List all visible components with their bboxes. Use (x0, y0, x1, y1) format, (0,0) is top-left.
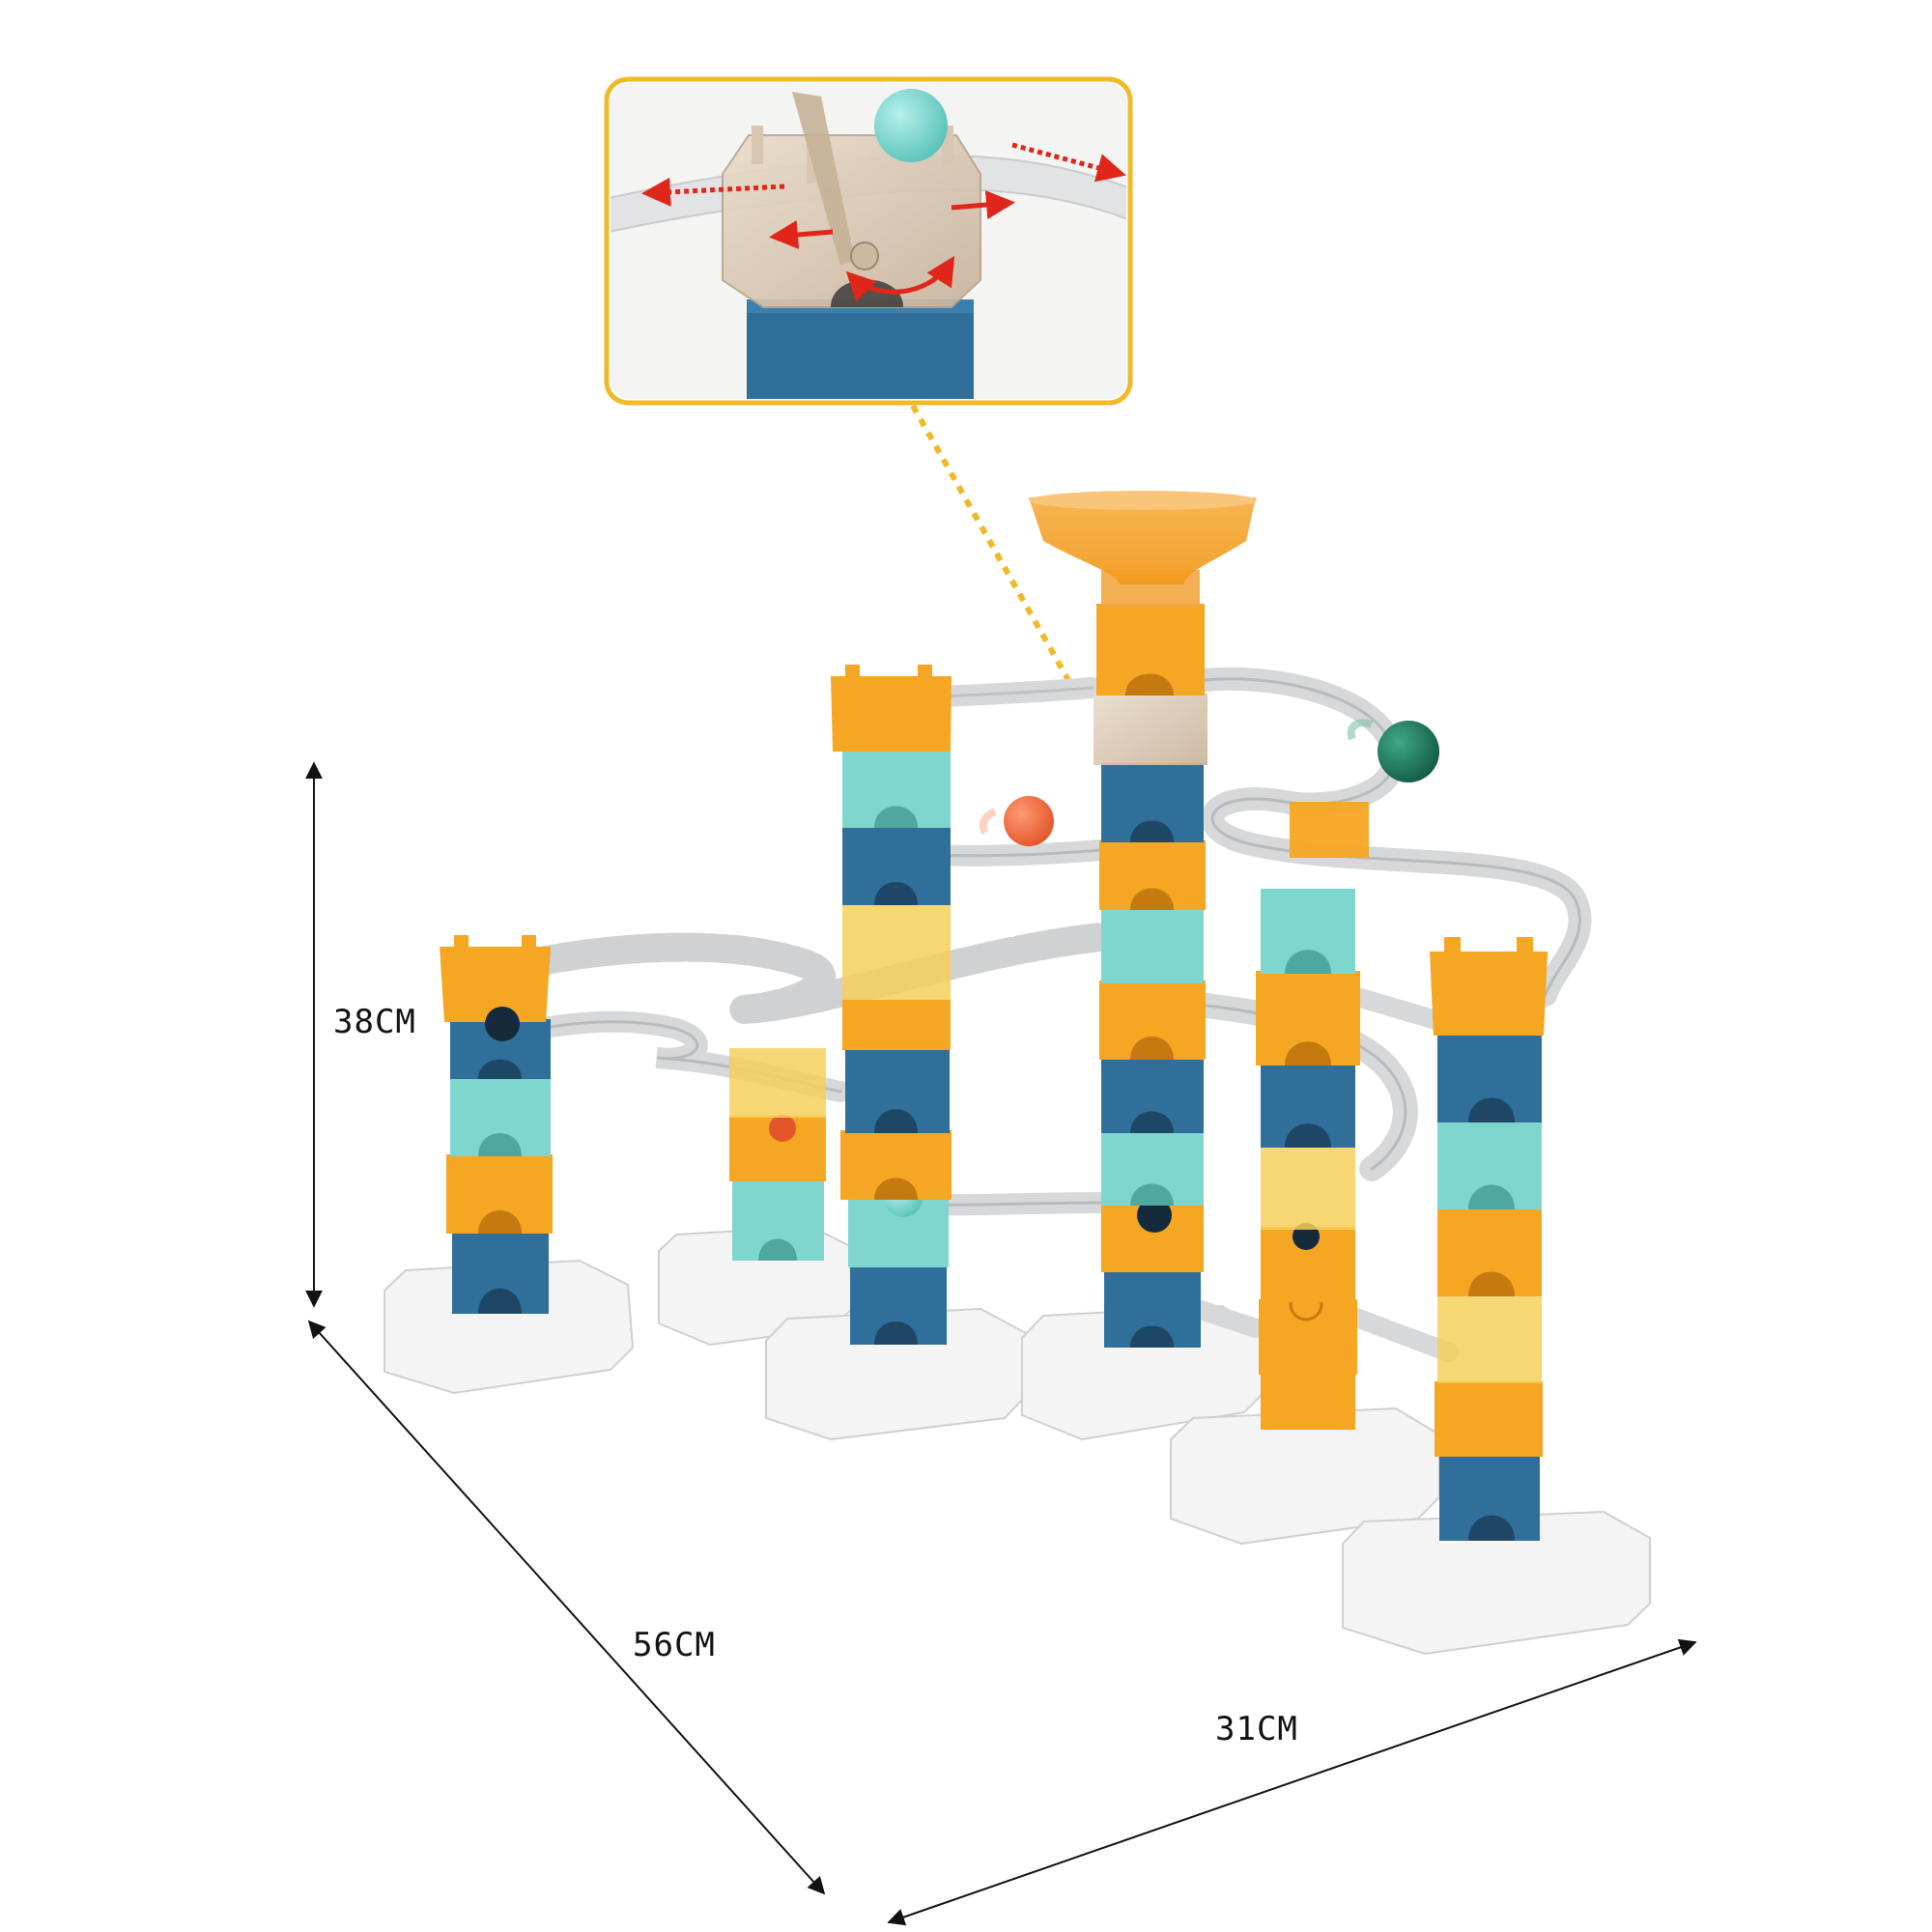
tower-center (1029, 491, 1257, 1348)
switch-gate-block (1094, 694, 1208, 765)
tower-left-middle (729, 1048, 826, 1261)
tower-far-left (440, 935, 553, 1314)
funnel (1029, 497, 1256, 584)
tower-far-right (1430, 937, 1548, 1541)
green-marble (1378, 721, 1439, 782)
dimension-lines (305, 761, 1697, 1926)
switch-gate-callout (604, 76, 1133, 697)
callout-flipper-lever (792, 92, 855, 266)
marbles (979, 719, 1439, 846)
callout-leader-line (910, 404, 1080, 697)
tower-tall-left (831, 665, 952, 1345)
width-dimension-arrow (887, 1638, 1697, 1926)
base-plates (384, 1225, 1651, 1656)
depth-dimension-arrow (307, 1320, 826, 1895)
callout-blue-block (747, 299, 974, 399)
callout-motion-arrows (641, 142, 1126, 302)
orange-marble (1004, 796, 1054, 846)
height-dimension-label: 38CM (333, 1003, 416, 1041)
track-chain (526, 923, 1116, 1024)
callout-teal-ball (874, 89, 948, 162)
width-dimension-label: 31CM (1215, 1710, 1298, 1748)
tower-right-middle (1256, 802, 1369, 1430)
depth-dimension-label: 56CM (633, 1626, 716, 1664)
